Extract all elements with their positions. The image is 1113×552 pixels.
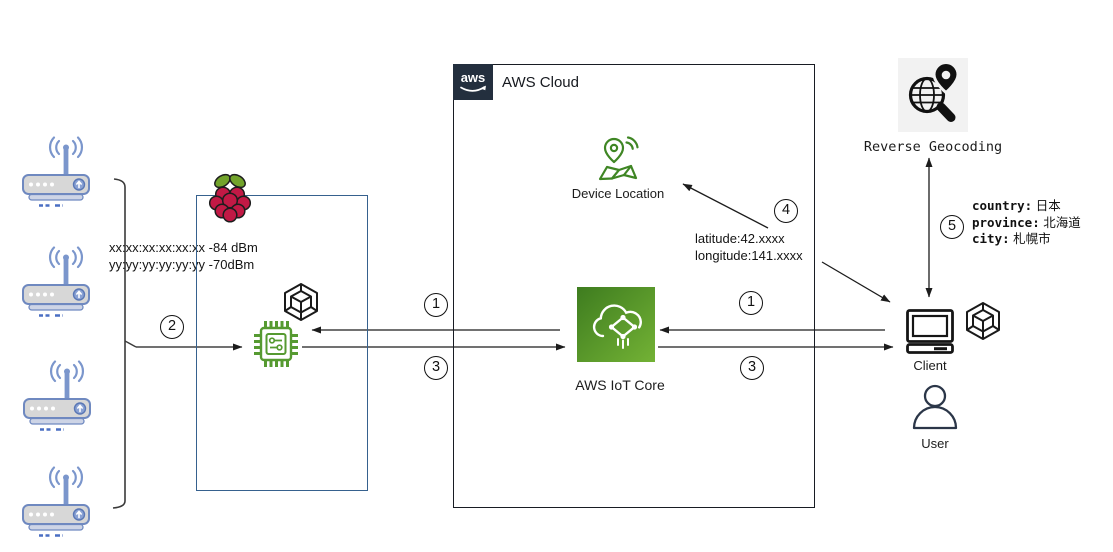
user-label: User <box>921 436 949 451</box>
wifi-scan-note-line1: xx:xx:xx:xx:xx:xx -84 dBm <box>109 240 258 255</box>
city-label: city: <box>972 231 1010 246</box>
step-badge-3-device-side: 3 <box>424 356 448 380</box>
step-badge-1-device-side: 1 <box>424 293 448 317</box>
aws-iot-core-icon <box>577 287 655 362</box>
aws-cloud-box <box>453 64 815 508</box>
geocode-country-row: country: 日本 <box>972 198 1081 215</box>
aws-iot-core-label: AWS IoT Core <box>575 377 665 393</box>
aws-logo-text: aws <box>461 70 486 85</box>
coordinates-note-line2: longitude:141.xxxx <box>695 248 803 263</box>
reverse-geocoding-icon <box>898 58 968 132</box>
coordinates-note: latitude:42.xxxx longitude:141.xxxx <box>695 230 803 264</box>
client-label: Client <box>913 358 947 373</box>
router-group-bracket <box>112 178 126 509</box>
client-computer-icon <box>906 309 954 354</box>
step-badge-5: 5 <box>940 215 964 239</box>
geocode-province-row: province: 北海道 <box>972 215 1081 232</box>
arrow-coords-to-client <box>821 261 891 303</box>
province-label: province: <box>972 214 1040 230</box>
iot-thing-icon <box>284 283 318 321</box>
wifi-scan-note: xx:xx:xx:xx:xx:xx -84 dBm yy:yy:yy:yy:yy… <box>109 240 258 273</box>
device-chip-icon <box>254 321 298 367</box>
country-value: 日本 <box>1035 199 1061 213</box>
wifi-router-icon <box>22 466 90 537</box>
router-group-bracket-notch <box>124 340 137 348</box>
step-badge-3-client-side: 3 <box>740 356 764 380</box>
wifi-router-icon <box>22 136 90 207</box>
province-value: 北海道 <box>1043 215 1081 230</box>
wifi-router-icon <box>22 246 90 317</box>
step-badge-4: 4 <box>774 199 798 223</box>
device-location-icon <box>598 136 639 181</box>
aws-cloud-title: AWS Cloud <box>502 74 579 91</box>
raspberry-pi-box <box>196 195 368 491</box>
step-badge-2: 2 <box>160 315 184 339</box>
aws-logo: aws <box>453 64 493 100</box>
device-location-label: Device Location <box>571 186 665 201</box>
raspberry-pi-icon <box>208 173 252 223</box>
reverse-geocoding-label: Reverse Geocoding <box>863 139 1003 155</box>
step-badge-1-client-side: 1 <box>739 291 763 315</box>
city-value: 札幌市 <box>1013 232 1051 246</box>
wifi-scan-note-line2: yy:yy:yy:yy:yy:yy -70dBm <box>109 256 255 272</box>
geocode-city-row: city: 札幌市 <box>972 231 1081 248</box>
client-thing-icon <box>966 302 1000 340</box>
arrow-to-device-location <box>682 183 769 229</box>
country-label: country: <box>972 198 1033 213</box>
geocode-result: country: 日本 province: 北海道 city: 札幌市 <box>972 198 1081 248</box>
user-icon <box>912 384 958 430</box>
wifi-router-icon <box>23 360 91 431</box>
coordinates-note-line1: latitude:42.xxxx <box>695 231 785 246</box>
